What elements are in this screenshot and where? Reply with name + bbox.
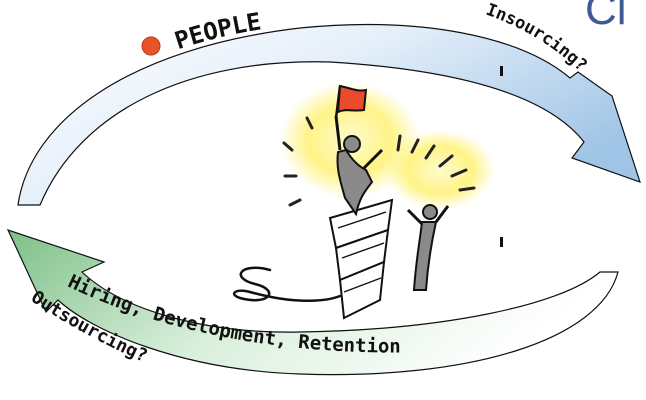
corner-title-fragment: Cl <box>585 0 627 34</box>
climber-illustration <box>232 82 495 320</box>
divider-tick <box>500 237 503 247</box>
arrow-bottom-arc <box>6 228 619 376</box>
people-bullet-icon <box>141 36 161 56</box>
divider-tick <box>500 66 503 76</box>
arrow-top-arc <box>17 23 641 206</box>
